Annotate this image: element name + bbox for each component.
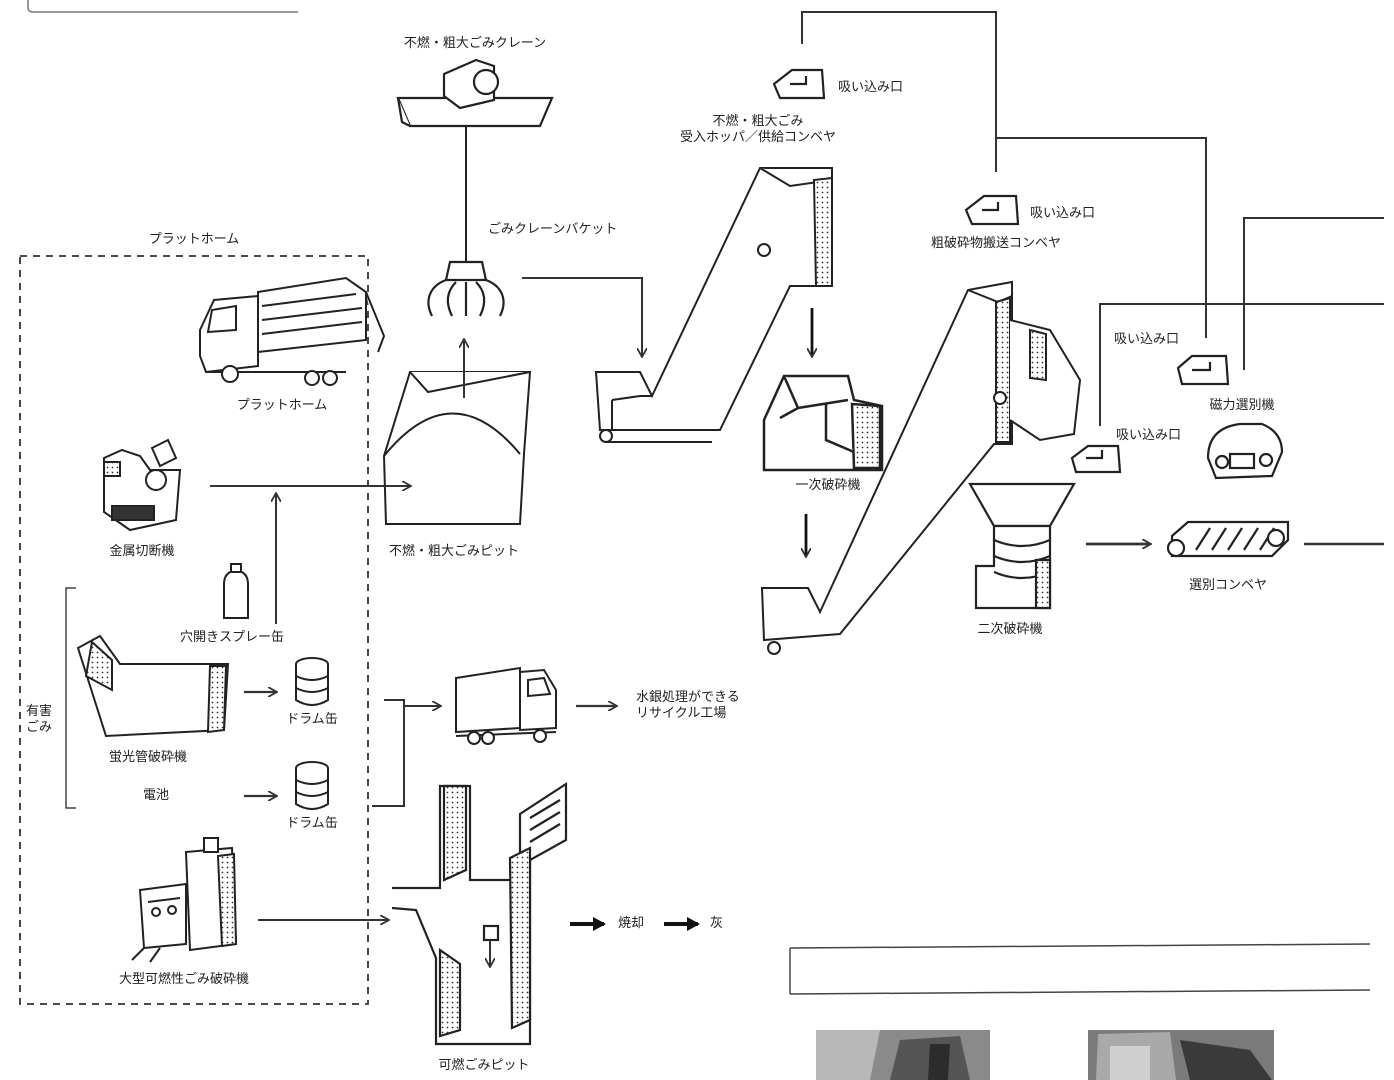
delivery-truck-icon <box>456 668 556 744</box>
metal-cutter-icon <box>104 440 180 530</box>
bucket-label: ごみクレーンバケット <box>488 222 617 238</box>
platform-truck-label: プラットホーム <box>237 398 328 414</box>
spray-can-icon <box>224 564 248 618</box>
sorting-conveyor-label: 選別コンベヤ <box>1189 578 1267 594</box>
battery-label: 電池 <box>143 788 169 804</box>
drum-collection-line <box>372 700 440 806</box>
drum-label-1: ドラム缶 <box>286 712 338 728</box>
suction-port-icon-3 <box>1178 356 1228 384</box>
combustible-pit-label: 可燃ごみピット <box>438 1058 529 1074</box>
incineration-label: 焼却 <box>618 916 644 932</box>
ash-label: 灰 <box>710 916 723 932</box>
crane-label: 不燃・粗大ごみクレーン <box>404 36 546 52</box>
drum-can-icon-2 <box>296 762 328 809</box>
hazardous-bracket <box>66 588 76 808</box>
primary-crusher-icon <box>764 376 882 470</box>
recycle-plant-label: 水銀処理ができる リサイクル工場 <box>636 690 740 723</box>
frame-remnant <box>28 0 298 12</box>
photo-thumbnail <box>816 1030 990 1080</box>
fluorescent-label: 蛍光管破砕機 <box>109 750 187 766</box>
pit-label: 不燃・粗大ごみピット <box>389 544 519 560</box>
large-crusher-icon <box>132 838 236 962</box>
belt-conveyor-icon <box>1168 522 1288 556</box>
spray-can-label: 穴開きスプレー缶 <box>180 630 284 646</box>
suction-label-2: 吸い込み口 <box>1030 206 1095 222</box>
drum-can-icon <box>296 658 328 705</box>
coarse-conveyor-label: 粗破砕物搬送コンベヤ <box>931 236 1061 252</box>
suction-label-1: 吸い込み口 <box>838 80 903 96</box>
secondary-crusher-label: 二次破砕機 <box>977 622 1042 638</box>
large-crusher-label: 大型可燃性ごみ破砕機 <box>119 972 249 988</box>
magnetic-separator-icon <box>1208 424 1282 478</box>
grab-bucket-icon <box>428 262 503 316</box>
suction-port-icon <box>774 70 824 98</box>
garbage-truck-icon <box>200 278 384 385</box>
hopper-label: 不燃・粗大ごみ 受入ホッパ／供給コンベヤ <box>680 114 836 147</box>
suction-port-icon-4 <box>1072 446 1120 472</box>
waste-pit-icon <box>384 372 530 524</box>
bucket-to-hopper-line <box>522 278 642 356</box>
primary-crusher-label: 一次破砕機 <box>795 478 860 494</box>
fluorescent-crusher-icon <box>78 636 228 736</box>
secondary-crusher-icon <box>970 484 1074 608</box>
platform-title: プラットホーム <box>149 232 240 248</box>
magnetic-separator-label: 磁力選別機 <box>1209 398 1274 414</box>
suction-port-icon-2 <box>966 196 1018 224</box>
section-divider <box>790 944 1370 994</box>
photo-thumbnail-2 <box>1088 1030 1274 1080</box>
crane-icon <box>398 60 552 126</box>
suction-label-3: 吸い込み口 <box>1114 332 1179 348</box>
drum-label-2: ドラム缶 <box>286 816 338 832</box>
combustible-pit-icon <box>392 784 566 1044</box>
suction-label-4: 吸い込み口 <box>1116 428 1181 444</box>
hazardous-label: 有害 ごみ <box>26 704 52 737</box>
metal-cutter-label: 金属切断機 <box>109 544 174 560</box>
